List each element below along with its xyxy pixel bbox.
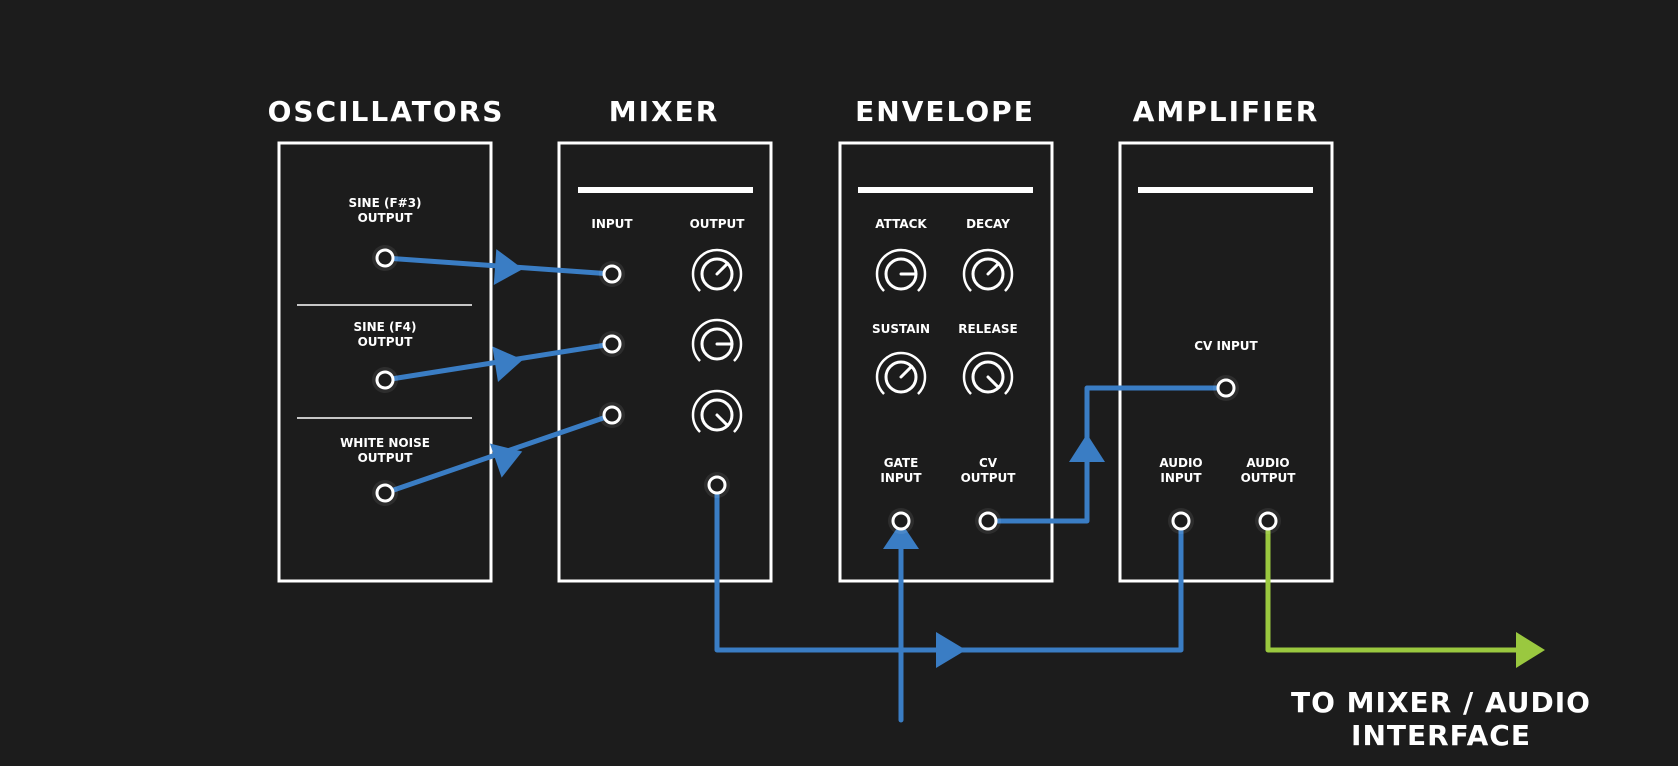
jack-group — [372, 245, 1281, 534]
mixer-panel — [557, 141, 773, 583]
osc2-label: SINE (F4) — [353, 320, 416, 334]
osc1-label: SINE (F#3) — [348, 196, 421, 210]
destination-label: INTERFACE — [1351, 719, 1531, 752]
mixer-output-label: OUTPUT — [690, 217, 746, 231]
noise-output-jack[interactable] — [372, 480, 398, 506]
knob-pointer — [986, 261, 1001, 276]
knob-pointer — [986, 375, 1001, 390]
knob-body — [700, 398, 734, 432]
decay-label: DECAY — [966, 217, 1010, 231]
release-label: RELEASE — [958, 322, 1017, 336]
knob-scale-arc — [875, 351, 927, 395]
amplifier-header-bar — [1138, 187, 1313, 193]
mixer-title: MIXER — [609, 95, 720, 128]
jack-socket — [375, 483, 395, 503]
mixer-input-jack[interactable] — [599, 261, 625, 287]
envelope-title: ENVELOPE — [855, 95, 1035, 128]
destination-label: TO MIXER / AUDIO — [1291, 686, 1591, 719]
arrow-right-icon — [1516, 632, 1545, 668]
cv-output-label: OUTPUT — [961, 471, 1017, 485]
arrow-right-icon — [936, 632, 966, 668]
amp-cv-input-jack[interactable] — [1213, 375, 1239, 401]
envelope-header-bar — [858, 187, 1033, 193]
amp-audio-input-jack[interactable] — [1168, 508, 1194, 534]
arrow-group — [489, 249, 1545, 668]
knob-pointer — [899, 364, 914, 379]
arrow-up-icon — [1069, 434, 1105, 462]
amplifier-title: AMPLIFIER — [1133, 95, 1320, 128]
jack-socket — [1258, 511, 1278, 531]
jack-socket — [891, 511, 911, 531]
mixer-output-jack[interactable] — [704, 472, 730, 498]
knob-group — [691, 248, 1014, 433]
mixer-input-jack[interactable] — [599, 402, 625, 428]
knob-body — [971, 360, 1005, 394]
gate-input-label: INPUT — [880, 471, 922, 485]
jack-socket — [375, 248, 395, 268]
mixer-level-knob[interactable] — [691, 389, 743, 433]
release-knob[interactable] — [962, 351, 1014, 395]
sustain-knob[interactable] — [875, 351, 927, 395]
jack-socket — [707, 475, 727, 495]
cable-audio-out — [1265, 518, 1523, 653]
attack-knob[interactable] — [875, 248, 927, 292]
knob-body — [884, 360, 918, 394]
gate-input-jack[interactable] — [888, 508, 914, 534]
mixer-input-jack[interactable] — [599, 331, 625, 357]
arrow-right-icon — [492, 346, 523, 382]
audio-input-label: INPUT — [1160, 471, 1202, 485]
knob-scale-arc — [691, 389, 743, 433]
audio-input-label: AUDIO — [1159, 456, 1202, 470]
knob-body — [700, 257, 734, 291]
jack-socket — [602, 334, 622, 354]
cv-output-label: CV — [979, 456, 998, 470]
mixer-header-bar — [578, 187, 753, 193]
osc1-label: OUTPUT — [358, 211, 414, 225]
arrow-up-icon — [883, 522, 919, 549]
knob-scale-arc — [875, 248, 927, 292]
knob-pointer — [715, 413, 730, 428]
jack-socket — [978, 511, 998, 531]
osc2-label: OUTPUT — [358, 335, 414, 349]
audio-output-label: OUTPUT — [1241, 471, 1297, 485]
osc1-output-jack[interactable] — [372, 245, 398, 271]
jack-socket — [375, 370, 395, 390]
cv-input-label: CV INPUT — [1194, 339, 1258, 353]
knob-scale-arc — [691, 318, 743, 362]
arrow-right-icon — [489, 443, 523, 478]
knob-scale-arc — [962, 351, 1014, 395]
amplifier-panel — [1118, 141, 1334, 583]
osc3-label: WHITE NOISE — [340, 436, 430, 450]
attack-label: ATTACK — [875, 217, 927, 231]
mixer-level-knob[interactable] — [691, 318, 743, 362]
amp-audio-output-jack[interactable] — [1255, 508, 1281, 534]
knob-scale-arc — [691, 248, 743, 292]
knob-body — [971, 257, 1005, 291]
knob-pointer — [715, 261, 730, 276]
osc2-output-jack[interactable] — [372, 367, 398, 393]
mixer-level-knob[interactable] — [691, 248, 743, 292]
jack-socket — [602, 264, 622, 284]
decay-knob[interactable] — [962, 248, 1014, 292]
gate-input-label: GATE — [884, 456, 919, 470]
jack-socket — [1216, 378, 1236, 398]
arrow-right-icon — [493, 249, 523, 285]
mixer-input-label: INPUT — [591, 217, 633, 231]
osc3-label: OUTPUT — [358, 451, 414, 465]
jack-socket — [602, 405, 622, 425]
jack-socket — [1171, 511, 1191, 531]
audio-output-label: AUDIO — [1246, 456, 1289, 470]
knob-scale-arc — [962, 248, 1014, 292]
cv-output-jack[interactable] — [975, 508, 1001, 534]
sustain-label: SUSTAIN — [872, 322, 930, 336]
oscillators-title: OSCILLATORS — [268, 95, 505, 128]
envelope-panel — [838, 141, 1054, 583]
